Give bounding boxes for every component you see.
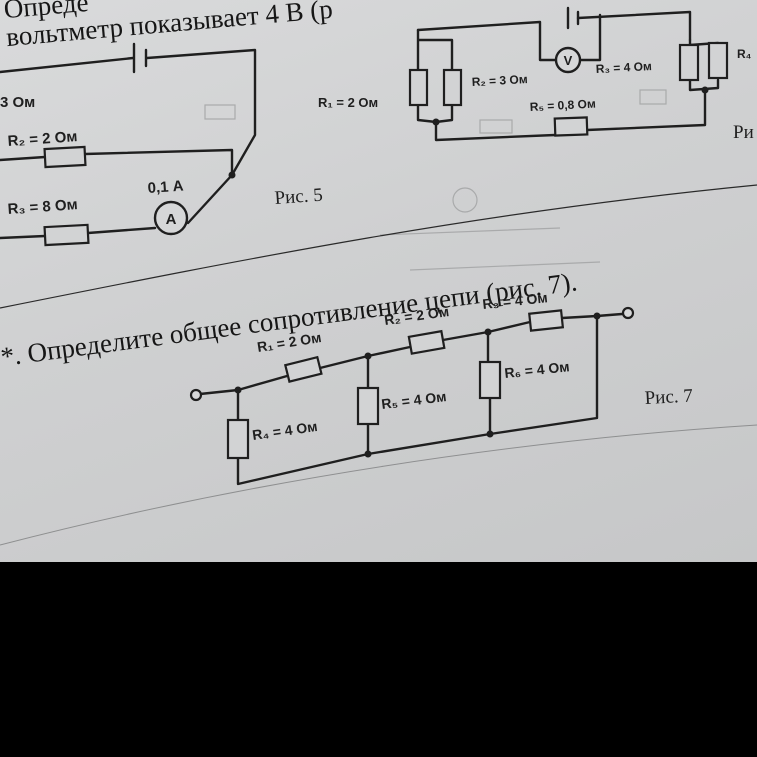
- fig6-resistor-r5: [553, 116, 589, 137]
- fig7-node: [364, 450, 372, 458]
- textbook-photo: Опреде вольтметр показывает 4 В (р A 3 О…: [0, 0, 757, 562]
- fig7-node: [593, 312, 601, 320]
- show-through: [204, 89, 667, 271]
- fig6-resistor-r2: [442, 68, 463, 107]
- fig6-node-left: [432, 118, 440, 126]
- fig6-wire-bottom: [434, 88, 707, 142]
- fig7-node: [484, 328, 492, 336]
- fig6-battery: [566, 6, 580, 30]
- fig6-resistor-r4: [707, 41, 729, 80]
- fig5-wire-r3: [0, 173, 234, 240]
- fig6-node-right: [701, 86, 709, 94]
- fig7-r4-label: R₄ = 4 Ом: [251, 418, 318, 443]
- fig5-ammeter-icon: [153, 200, 189, 236]
- page-edge-line: [0, 184, 757, 309]
- fig7-resistor-r3: [528, 309, 565, 332]
- fig7-wire-bottom: [236, 314, 599, 486]
- fig6-r3-label: R₃ = 4 Ом: [595, 59, 652, 76]
- fig7-r3-label: R₃ = 4 Ом: [482, 289, 549, 312]
- fig5-r2-label: R₂ = 2 Ом: [7, 128, 78, 150]
- fig7-resistor-r1: [283, 355, 323, 383]
- fig6-r5-label: R₅ = 0,8 Ом: [529, 97, 596, 114]
- fig5-node: [228, 171, 236, 179]
- figure-5: A 3 Ом R₂ = 2 Ом R₃ = 8 Ом 0,1 А Рис. 5: [0, 42, 324, 247]
- fig7-resistor-r5: [356, 386, 380, 426]
- fig6-voltmeter-icon: [554, 46, 582, 74]
- fig7-resistor-r4: [226, 418, 250, 460]
- fig7-node: [364, 352, 372, 360]
- fig6-r1-label: R₁ = 2 Ом: [318, 95, 378, 110]
- figure-6: V R₁ = 2 Ом R₂ = 3 Ом R₃ = 4 Ом R₄ R₅ = …: [318, 6, 754, 143]
- fig6-resistor-r1: [408, 68, 429, 107]
- top-text-group: Опреде вольтметр показывает 4 В (р: [2, 0, 333, 52]
- fig5-wire-r2: [0, 148, 234, 177]
- fig7-terminal-left: [189, 388, 203, 402]
- page-lower-edge: [0, 424, 757, 546]
- fig5-wire-top-left: [0, 56, 135, 74]
- fig5-ammeter-symbol: A: [166, 211, 177, 228]
- fig5-resistor-r3: [43, 223, 90, 247]
- fig6-wire-top-right: [576, 10, 692, 42]
- fig6-voltmeter-symbol: V: [564, 53, 573, 68]
- fig7-terminal-right: [621, 306, 635, 320]
- fig5-r-top-label: 3 Ом: [0, 94, 35, 111]
- black-letterbox-bar: [0, 562, 757, 757]
- fig7-node: [486, 430, 494, 438]
- fig7-resistor-r2: [407, 329, 446, 355]
- fig5-r3-label: R₃ = 8 Ом: [7, 196, 78, 218]
- fig7-r5-label: R₅ = 4 Ом: [380, 388, 447, 412]
- fig7-resistor-r6: [478, 360, 502, 400]
- fig6-wire-top: [416, 13, 602, 62]
- textbook-figures: Опреде вольтметр показывает 4 В (р A 3 О…: [0, 0, 757, 546]
- fig5-caption: Рис. 5: [274, 185, 324, 209]
- fig5-wire-right: [145, 48, 257, 177]
- fig7-r6-label: R₆ = 4 Ом: [504, 358, 571, 381]
- fig6-r4-label: R₄: [737, 47, 752, 61]
- fig7-caption: Рис. 7: [644, 386, 693, 409]
- fig5-ammeter-reading: 0,1 А: [147, 178, 184, 197]
- fig7-wire-r6-branch: [486, 330, 492, 436]
- fig6-r2-label: R₂ = 3 Ом: [471, 72, 528, 89]
- fig6-resistor-r3: [678, 43, 700, 82]
- fig5-resistor-r2: [43, 145, 87, 169]
- task-text: *. Определите общее сопротивление цепи (…: [0, 266, 579, 372]
- fig7-node: [234, 386, 242, 394]
- fig6-caption: Ри: [733, 122, 754, 143]
